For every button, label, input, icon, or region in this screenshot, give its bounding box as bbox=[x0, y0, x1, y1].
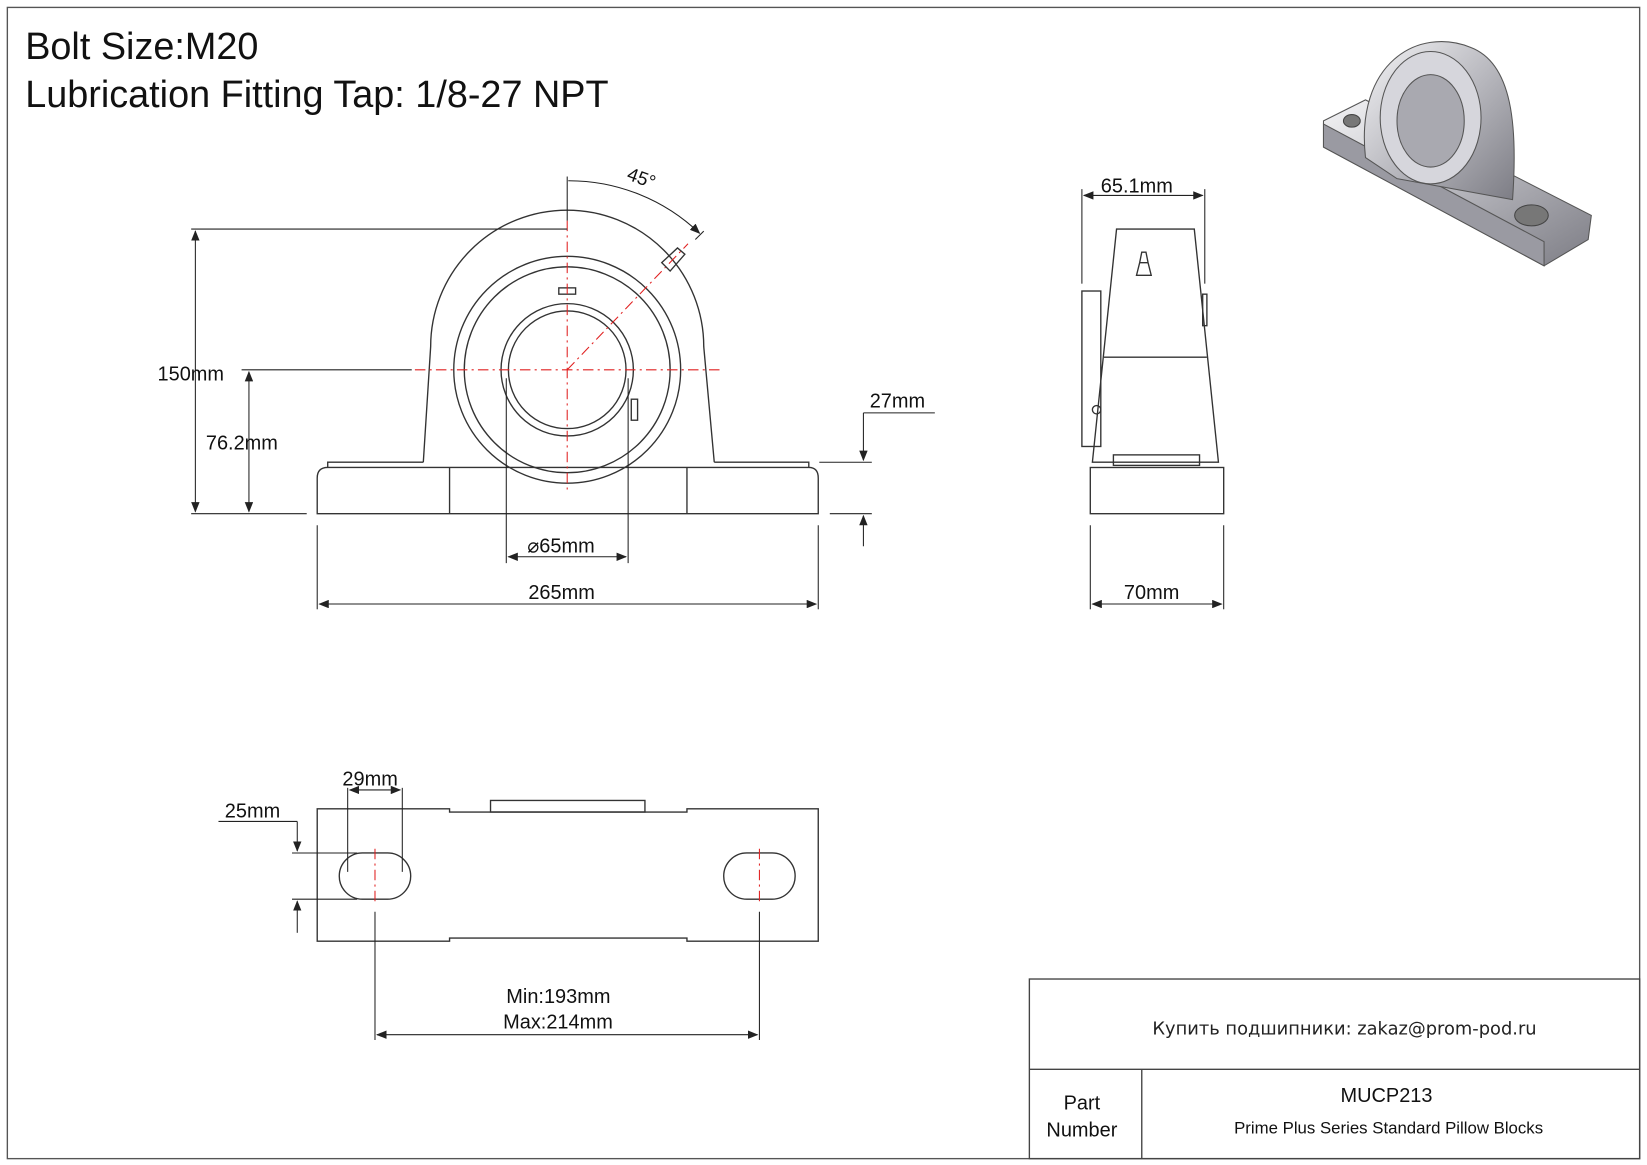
length-label: 265mm bbox=[528, 582, 594, 604]
base-width-label: 70mm bbox=[1124, 582, 1179, 604]
lubrication-label: Lubrication Fitting Tap: 1/8-27 NPT bbox=[25, 74, 608, 116]
sheet-border bbox=[6, 6, 1641, 1160]
top-width-label: 65.1mm bbox=[1101, 175, 1173, 197]
angle-label: 45° bbox=[624, 164, 658, 194]
part-label-1: Part bbox=[1064, 1092, 1101, 1114]
bore-diameter-label: ⌀65mm bbox=[527, 536, 594, 558]
spacing-min-label: Min:193mm bbox=[506, 986, 610, 1008]
height-total-label: 150mm bbox=[158, 363, 224, 385]
base-thickness-label: 27mm bbox=[870, 391, 925, 413]
part-label-2: Number bbox=[1046, 1120, 1117, 1142]
side-view: 65.1mm 70mm bbox=[1081, 175, 1225, 610]
part-description: Prime Plus Series Standard Pillow Blocks bbox=[1234, 1118, 1543, 1137]
slot-length-label: 29mm bbox=[342, 769, 397, 791]
bolt-size-label: Bolt Size:M20 bbox=[25, 26, 258, 68]
front-view: 45° 150mm 76.2mm 27mm ⌀65mm 265mm bbox=[158, 164, 935, 610]
isometric-render bbox=[1322, 41, 1592, 267]
bottom-view: 29mm 25mm Min:193mm Max:214mm bbox=[218, 769, 819, 1040]
part-number: MUCP213 bbox=[1341, 1085, 1433, 1107]
title-block: Купить подшипники: zakaz@prom-pod.ru Par… bbox=[1028, 978, 1641, 1160]
center-height-label: 76.2mm bbox=[206, 433, 278, 455]
slot-width-label: 25mm bbox=[225, 800, 280, 822]
spacing-max-label: Max:214mm bbox=[503, 1011, 613, 1033]
contact-text: Купить подшипники: zakaz@prom-pod.ru bbox=[1152, 1019, 1536, 1040]
